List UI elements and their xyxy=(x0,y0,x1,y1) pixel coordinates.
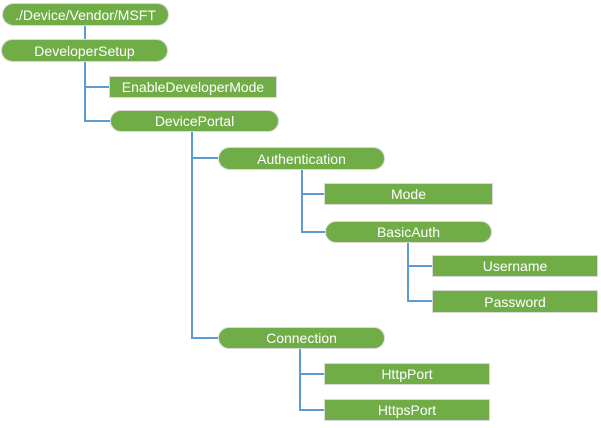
node-username: Username xyxy=(432,255,598,277)
connector-connection-stem xyxy=(299,349,301,411)
connector-to-password xyxy=(407,300,432,302)
node-enable-developer-mode: EnableDeveloperMode xyxy=(109,76,277,98)
node-http-port: HttpPort xyxy=(324,363,490,385)
connector-basicauth-stem xyxy=(407,243,409,302)
node-authentication: Authentication xyxy=(218,147,385,170)
connector-to-deviceportal xyxy=(84,120,110,122)
node-developer-setup: DeveloperSetup xyxy=(1,39,168,62)
node-password: Password xyxy=(432,290,598,313)
connector-deviceportal-stem xyxy=(191,132,193,339)
node-root: ./Device/Vendor/MSFT xyxy=(2,3,169,26)
connector-developersetup-stem xyxy=(84,62,86,122)
node-mode: Mode xyxy=(324,183,493,205)
connector-authentication-stem xyxy=(301,170,303,233)
node-connection: Connection xyxy=(218,327,385,349)
connector-to-authentication xyxy=(191,157,218,159)
connector-to-connection xyxy=(191,337,218,339)
connector-to-httpport xyxy=(299,373,324,375)
connector-to-enabledevelopermode xyxy=(84,86,109,88)
node-device-portal: DevicePortal xyxy=(110,110,279,132)
connector-to-mode xyxy=(301,193,324,195)
connector-to-username xyxy=(407,265,432,267)
connector-to-basicauth xyxy=(301,231,325,233)
connector-root-to-developersetup xyxy=(84,26,86,39)
node-https-port: HttpsPort xyxy=(324,399,490,421)
connector-to-httpsport xyxy=(299,409,324,411)
node-basic-auth: BasicAuth xyxy=(325,221,492,243)
